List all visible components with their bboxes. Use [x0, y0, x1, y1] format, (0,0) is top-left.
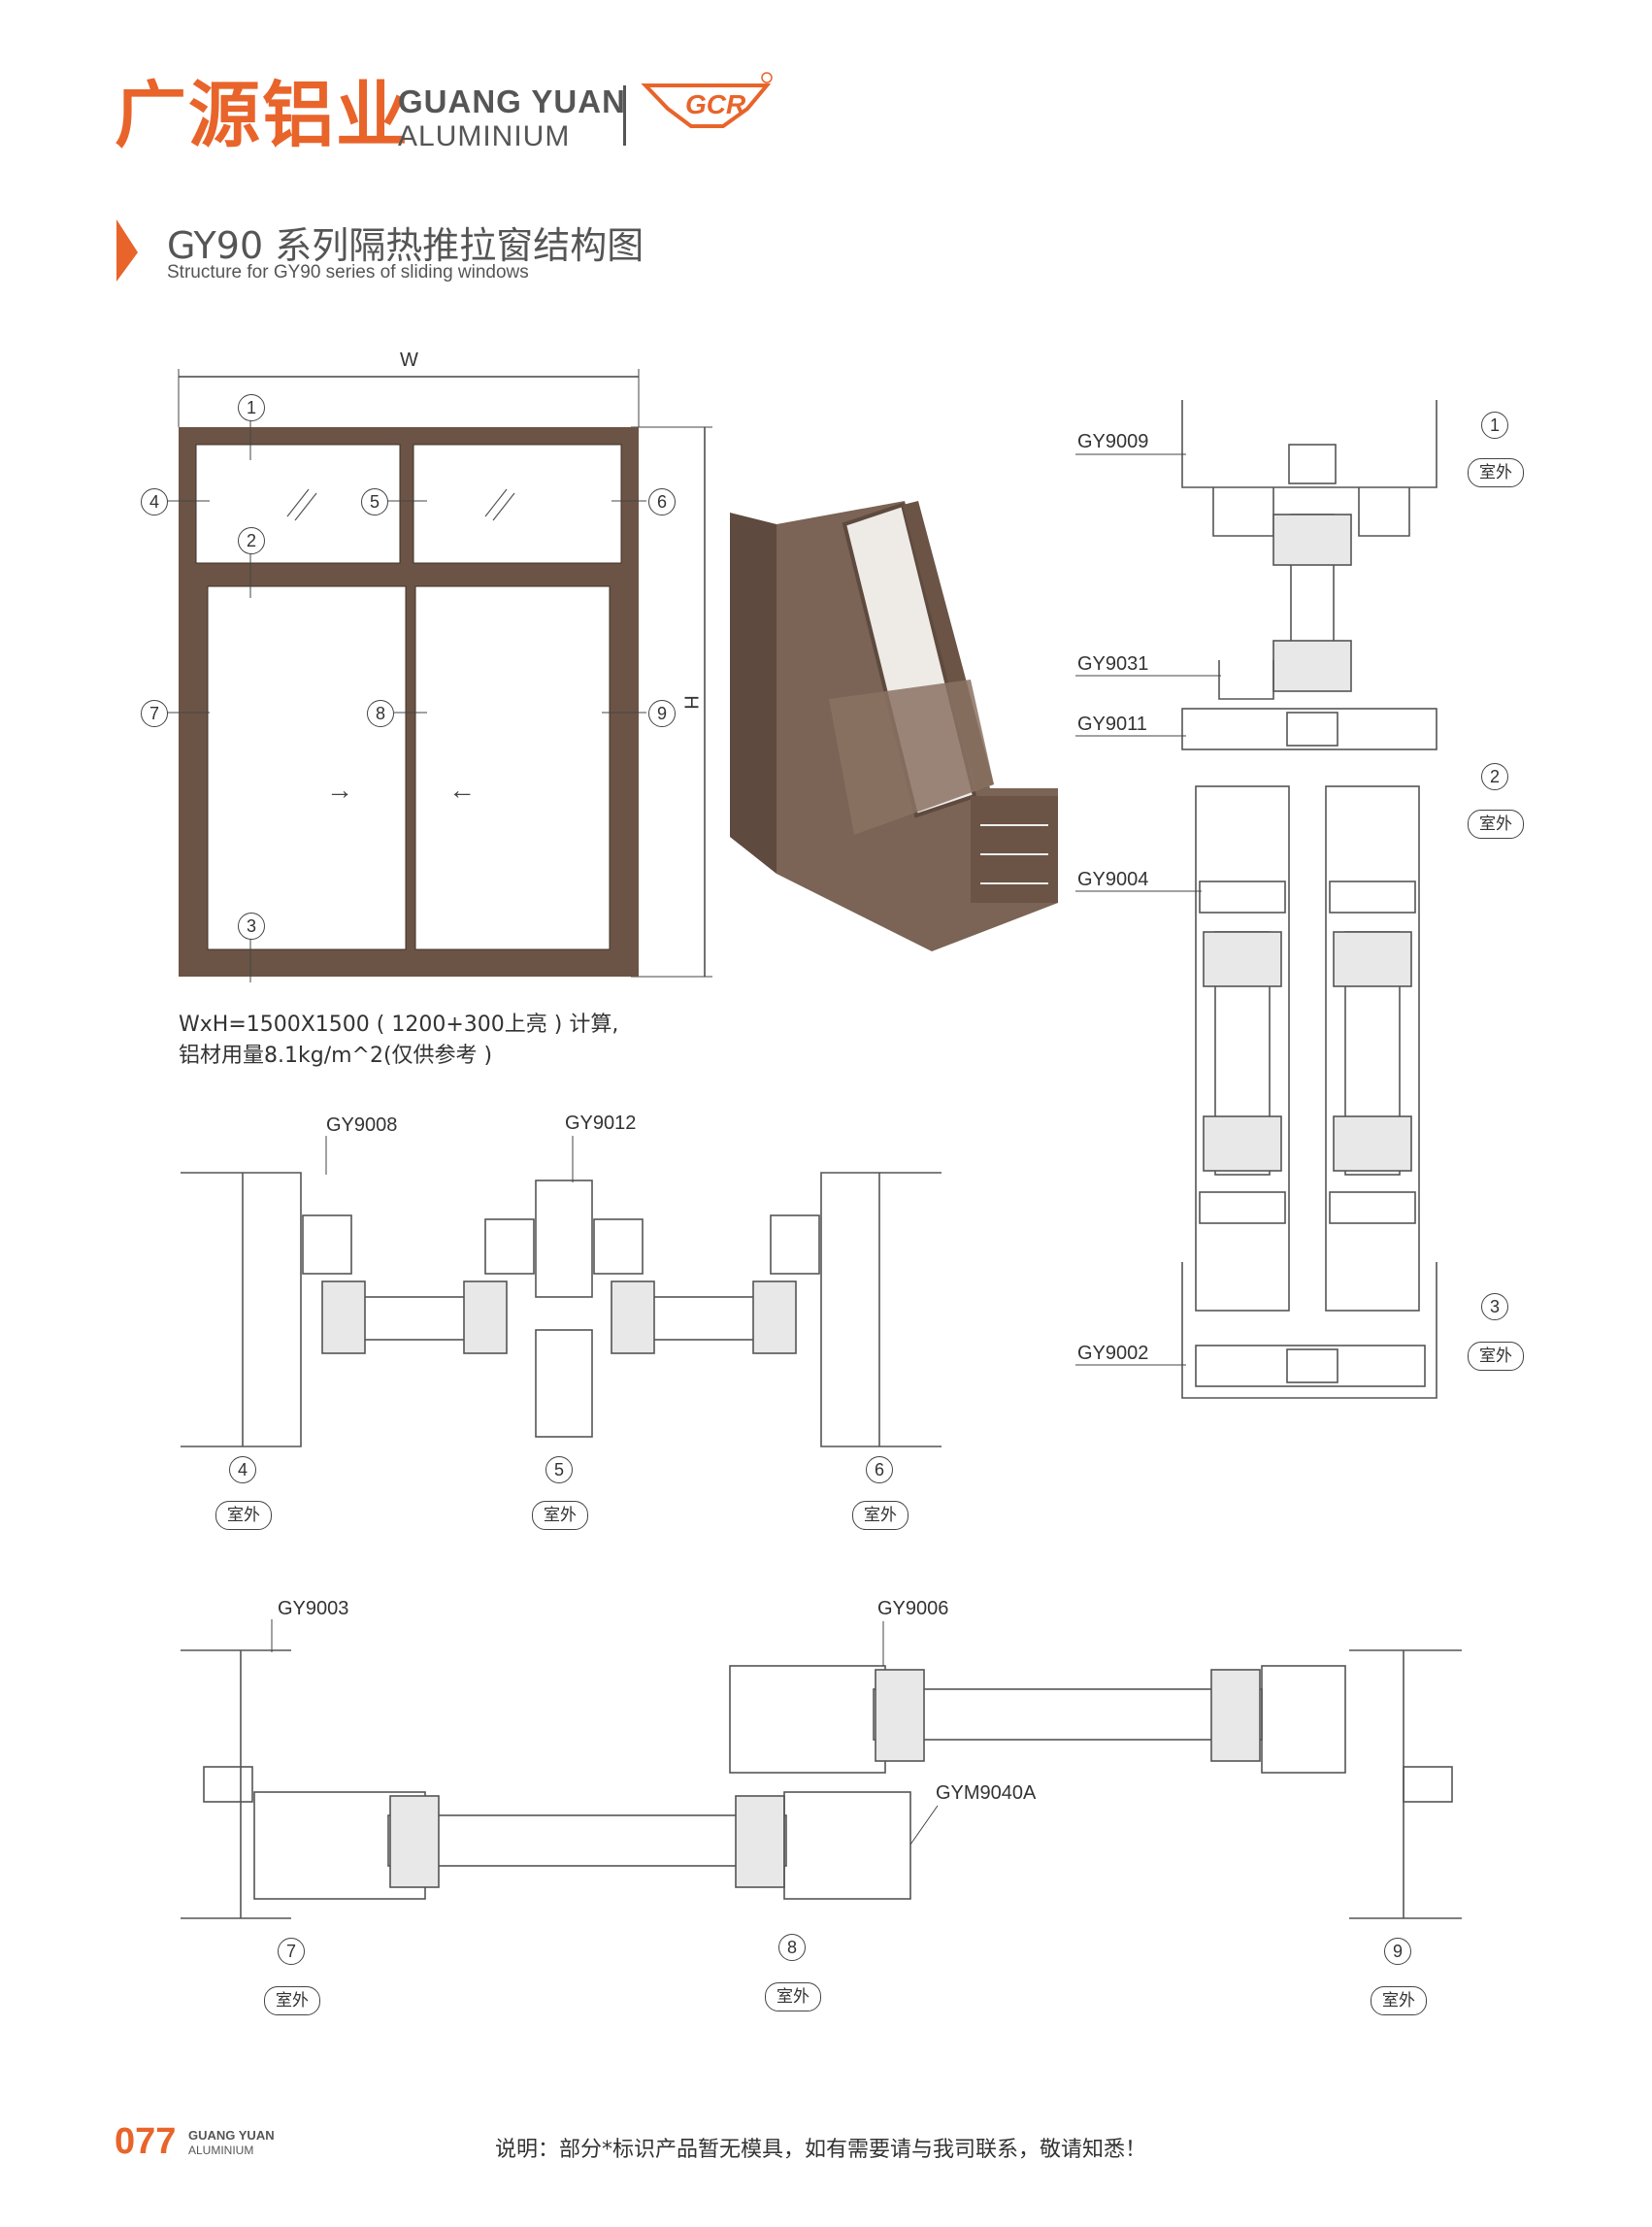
label-gy9009: GY9009 — [1077, 431, 1149, 452]
page-subtitle: Structure for GY90 series of sliding win… — [167, 262, 529, 283]
label-gy9031: GY9031 — [1077, 653, 1149, 675]
section-marker-9: 9 — [1384, 1938, 1411, 1965]
outdoor-badge-4: 室外 — [215, 1501, 272, 1530]
usage-note-line1: WxH=1500X1500 ( 1200+300上亮 ) 计算, — [179, 1013, 619, 1037]
label-gy9006: GY9006 — [877, 1598, 949, 1619]
arrow-right-icon: → — [326, 775, 353, 805]
outdoor-badge-8: 室外 — [765, 1982, 821, 2011]
label-gy9012: GY9012 — [565, 1113, 637, 1134]
usage-note: WxH=1500X1500 ( 1200+300上亮 ) 计算, 铝材用量8.1… — [179, 1010, 618, 1072]
footer-brand-line2: ALUMINIUM — [188, 2144, 254, 2157]
section-marker-1: 1 — [1481, 412, 1508, 439]
page-title: GY90 系列隔热推拉窗结构图 — [167, 224, 644, 267]
callout-1: 1 — [238, 394, 265, 421]
outdoor-badge-1: 室外 — [1468, 458, 1524, 487]
outdoor-badge-3: 室外 — [1468, 1342, 1524, 1371]
callout-5: 5 — [361, 488, 388, 515]
callout-8: 8 — [367, 700, 394, 727]
logo-english-line2: ALUMINIUM — [398, 120, 571, 152]
footer-note: 说明：部分*标识产品暂无模具，如有需要请与我司联系，敬请知悉！ — [495, 2138, 1147, 2162]
section-marker-4: 4 — [229, 1456, 256, 1483]
width-dimension-label: W — [400, 349, 418, 371]
outdoor-badge-5: 室外 — [532, 1501, 588, 1530]
outdoor-badge-7: 室外 — [264, 1986, 320, 2015]
svg-text:GCR: GCR — [685, 89, 746, 119]
callout-2: 2 — [238, 527, 265, 554]
callout-6: 6 — [648, 488, 676, 515]
section-marker-7: 7 — [278, 1938, 305, 1965]
section-marker-8: 8 — [778, 1934, 806, 1961]
arrow-left-icon: ← — [448, 775, 476, 805]
callout-9: 9 — [648, 700, 676, 727]
section-marker-5: 5 — [545, 1456, 573, 1483]
outdoor-badge-2: 室外 — [1468, 810, 1524, 839]
usage-note-line2: 铝材用量8.1kg/m^2(仅供参考 ) — [179, 1044, 493, 1068]
page-number: 077 — [115, 2121, 177, 2162]
label-gym9040a: GYM9040A — [936, 1782, 1037, 1804]
footer-brand-line1: GUANG YUAN — [188, 2128, 275, 2143]
section-marker-6: 6 — [866, 1456, 893, 1483]
label-gy9011: GY9011 — [1077, 714, 1147, 735]
section-marker-3: 3 — [1481, 1293, 1508, 1320]
label-gy9004: GY9004 — [1077, 869, 1149, 890]
logo-divider — [623, 85, 626, 146]
logo-english-line1: GUANG YUAN — [398, 83, 626, 119]
logo-chinese: 广源铝业 — [115, 74, 410, 157]
label-gy9002: GY9002 — [1077, 1343, 1149, 1364]
label-gy9003: GY9003 — [278, 1598, 349, 1619]
outdoor-badge-6: 室外 — [852, 1501, 909, 1530]
callout-7: 7 — [141, 700, 168, 727]
callout-4: 4 — [141, 488, 168, 515]
callout-3: 3 — [238, 913, 265, 940]
outdoor-badge-9: 室外 — [1371, 1986, 1427, 2015]
section-marker-2: 2 — [1481, 763, 1508, 790]
label-gy9008: GY9008 — [326, 1114, 398, 1136]
